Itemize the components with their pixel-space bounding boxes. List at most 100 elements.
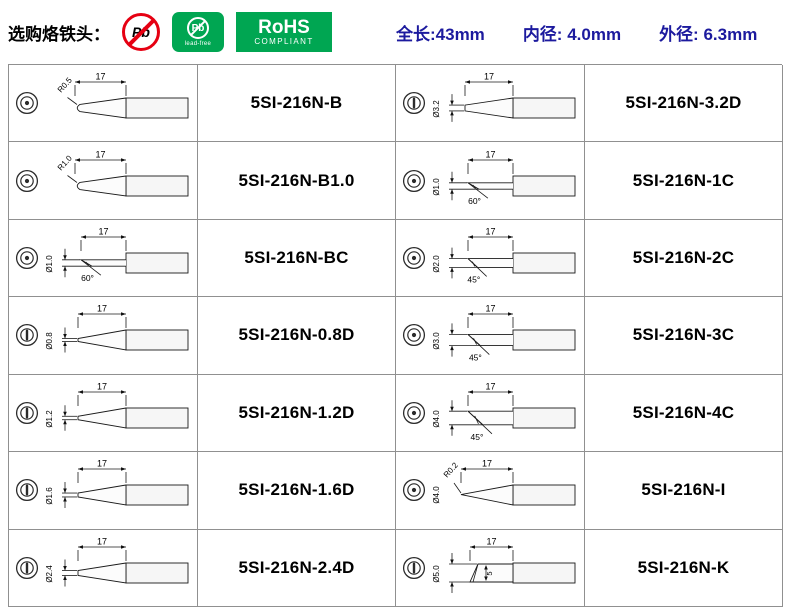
tip-diagram: 45° Ø3.0 17 — [396, 297, 585, 375]
tip-end-view-icon — [15, 401, 39, 424]
svg-text:17: 17 — [486, 537, 496, 547]
tip-end-view-icon — [402, 169, 426, 192]
tip-drawing: Ø2.4 17 — [45, 537, 189, 587]
tip-drawing: 60° Ø1.0 17 — [432, 150, 576, 206]
svg-text:Ø1.0: Ø1.0 — [432, 177, 441, 195]
tip-drawing: 45° Ø3.0 17 — [432, 304, 576, 363]
svg-text:R1.0: R1.0 — [56, 153, 74, 172]
svg-text:Ø2.4: Ø2.4 — [45, 565, 54, 583]
tip-end-view-icon — [402, 556, 426, 579]
tip-model-label: 5SI-216N-B — [198, 65, 396, 143]
tip-diagram: Ø3.2 17 — [396, 65, 585, 143]
svg-text:Ø3.0: Ø3.0 — [432, 332, 441, 350]
svg-text:45°: 45° — [471, 432, 484, 442]
tip-end-view-icon — [15, 556, 39, 579]
tip-diagram: Ø1.6 17 — [9, 452, 198, 530]
spec-total-length: 全长:43mm — [396, 24, 485, 44]
tip-drawing: Ø3.2 17 — [432, 72, 576, 123]
svg-text:Ø4.0: Ø4.0 — [432, 410, 441, 428]
tip-diagram: Ø1.2 17 — [9, 374, 198, 453]
tip-end-view-icon — [402, 92, 426, 115]
svg-text:17: 17 — [485, 227, 495, 237]
tip-diagram: R1.0 17 — [9, 142, 198, 220]
spec-list: 全长:43mm 内径: 4.0mm 外径: 6.3mm — [358, 20, 757, 45]
tip-drawing: 45° Ø4.0 17 — [432, 382, 576, 442]
rohs-subtitle: COMPLIANT — [254, 36, 314, 46]
tip-diagram: R0.5 17 — [9, 65, 198, 143]
tip-drawing: Ø1.6 17 — [45, 459, 189, 509]
svg-text:17: 17 — [97, 459, 107, 469]
pb-banned-icon: Pb — [122, 13, 160, 51]
tip-drawing: R0.2Ø4.0 17 — [432, 459, 576, 506]
svg-text:R0.5: R0.5 — [56, 76, 74, 95]
tip-drawing: Ø1.2 17 — [45, 382, 189, 431]
tip-diagram: 45° Ø4.0 17 — [396, 374, 585, 453]
svg-text:Ø4.0: Ø4.0 — [432, 486, 441, 504]
tip-model-label: 5SI-216N-1.6D — [198, 452, 396, 530]
svg-text:17: 17 — [97, 537, 107, 547]
svg-text:Ø1.2: Ø1.2 — [45, 410, 54, 428]
svg-text:5: 5 — [485, 571, 494, 575]
svg-text:60°: 60° — [81, 273, 94, 283]
page-title: 选购烙铁头： — [8, 24, 110, 44]
tip-diagram: 5 Ø5.0 17 — [396, 529, 585, 607]
tip-end-view-icon — [402, 479, 426, 502]
tip-diagram: 45° Ø2.0 17 — [396, 219, 585, 298]
tip-model-label: 5SI-216N-I — [585, 452, 783, 530]
tip-end-view-icon — [15, 169, 39, 192]
tip-model-label: 5SI-216N-2.4D — [198, 529, 396, 607]
tip-diagram: Ø0.8 17 — [9, 297, 198, 375]
svg-text:Ø1.0: Ø1.0 — [45, 255, 54, 273]
tips-table: R0.5 17 5SI-216N-B Ø3.2 17 5SI-216N-3.2D R1.0 1… — [8, 64, 783, 607]
svg-text:17: 17 — [485, 150, 495, 160]
svg-text:45°: 45° — [469, 353, 482, 363]
rohs-title: RoHS — [258, 16, 310, 38]
header-bar: 选购烙铁头： Pb Pb lead-free RoHS COMPLIANT 全长… — [0, 0, 790, 64]
tip-model-label: 5SI-216N-2C — [585, 219, 783, 298]
tip-end-view-icon — [402, 247, 426, 270]
rohs-badge: RoHS COMPLIANT — [236, 12, 332, 52]
leadfree-icon: Pb lead-free — [172, 12, 224, 52]
tip-diagram: 60° Ø1.0 17 — [396, 142, 585, 220]
tip-model-label: 5SI-216N-3.2D — [585, 65, 783, 143]
svg-text:Ø2.0: Ø2.0 — [432, 255, 441, 273]
svg-text:17: 17 — [97, 304, 107, 314]
svg-text:60°: 60° — [468, 196, 481, 206]
svg-text:R0.2: R0.2 — [442, 461, 460, 480]
tip-drawing: 5 Ø5.0 17 — [432, 537, 576, 593]
svg-text:17: 17 — [97, 382, 107, 392]
tip-model-label: 5SI-216N-4C — [585, 374, 783, 453]
svg-text:17: 17 — [95, 72, 105, 82]
svg-text:Ø1.6: Ø1.6 — [45, 487, 54, 505]
tip-drawing: 60° Ø1.0 17 — [45, 227, 189, 283]
spec-outer-diameter: 外径: 6.3mm — [659, 24, 758, 44]
tip-drawing: R1.0 17 — [56, 150, 189, 197]
svg-text:17: 17 — [484, 72, 494, 82]
svg-text:17: 17 — [98, 227, 108, 237]
svg-text:45°: 45° — [467, 274, 480, 284]
tip-model-label: 5SI-216N-K — [585, 529, 783, 607]
tip-drawing: R0.5 17 — [56, 72, 189, 119]
tip-diagram: 60° Ø1.0 17 — [9, 219, 198, 298]
tip-model-label: 5SI-216N-1.2D — [198, 374, 396, 453]
svg-text:Ø3.2: Ø3.2 — [432, 100, 441, 118]
svg-text:Ø5.0: Ø5.0 — [432, 565, 441, 583]
tip-drawing: Ø0.8 17 — [45, 304, 189, 353]
svg-text:Ø0.8: Ø0.8 — [45, 332, 54, 350]
tip-end-view-icon — [15, 92, 39, 115]
tip-drawing: 45° Ø2.0 17 — [432, 227, 576, 284]
svg-text:17: 17 — [485, 304, 495, 314]
tip-end-view-icon — [15, 479, 39, 502]
tip-model-label: 5SI-216N-1C — [585, 142, 783, 220]
svg-text:17: 17 — [485, 382, 495, 392]
tip-model-label: 5SI-216N-3C — [585, 297, 783, 375]
tip-end-view-icon — [15, 247, 39, 270]
svg-text:17: 17 — [482, 459, 492, 469]
tip-model-label: 5SI-216N-0.8D — [198, 297, 396, 375]
tip-end-view-icon — [402, 324, 426, 347]
leadfree-pb-symbol: Pb — [187, 17, 209, 39]
tip-end-view-icon — [402, 401, 426, 424]
svg-text:17: 17 — [95, 150, 105, 160]
